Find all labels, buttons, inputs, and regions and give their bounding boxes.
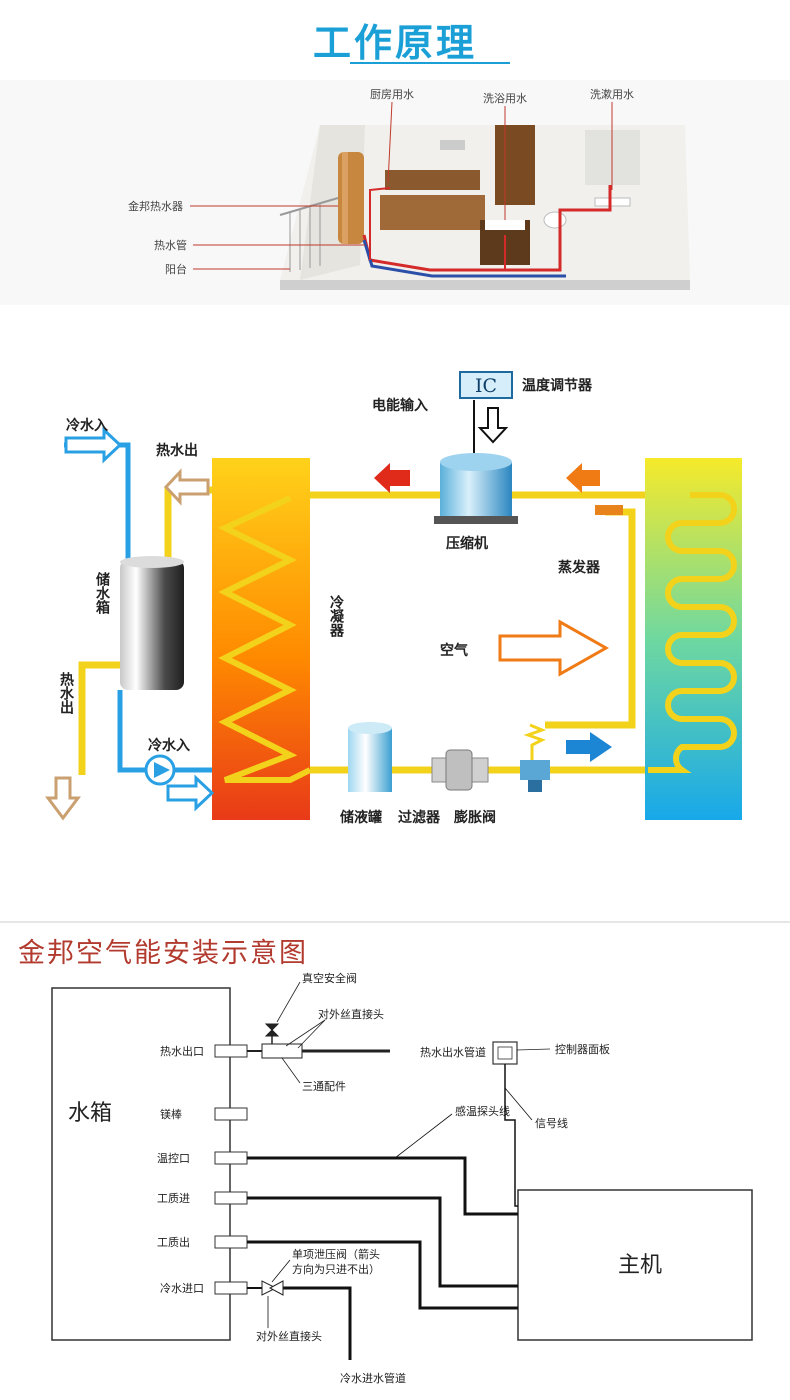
floor-edge bbox=[280, 280, 690, 290]
note-controller: 控制器面板 bbox=[555, 1042, 610, 1056]
label-air: 空气 bbox=[440, 642, 468, 659]
port-cold-in: 冷水进口 bbox=[160, 1282, 204, 1295]
note-vacuum-valve: 真空安全阀 bbox=[302, 971, 357, 985]
liquid-receiver bbox=[348, 728, 392, 792]
kitchen-leader bbox=[387, 101, 393, 184]
label-wash-water: 洗漱用水 bbox=[590, 88, 634, 101]
flow-arrow-blue bbox=[566, 732, 612, 762]
label-cold-in-bottom: 冷水入 bbox=[148, 737, 190, 754]
title-underline bbox=[350, 62, 510, 64]
label-expansion-valve: 膨胀阀 bbox=[454, 809, 496, 826]
cold-water-pipe bbox=[362, 239, 566, 278]
note-ext-thread-top: 对外丝直接头 bbox=[318, 1007, 384, 1021]
title-section: 工作原理 bbox=[0, 0, 790, 80]
label-balcony: 阳台 bbox=[165, 262, 187, 276]
ic-label: IC bbox=[475, 375, 497, 397]
label-receiver: 储液罐 bbox=[339, 809, 382, 826]
note-hot-pipe: 热水出水管道 bbox=[420, 1045, 486, 1059]
label-condenser: 冷凝器 bbox=[328, 594, 345, 638]
evaporator-inlet bbox=[595, 505, 623, 515]
ic-box bbox=[459, 371, 513, 399]
label-compressor: 压缩机 bbox=[446, 535, 488, 552]
flow-arrow-red bbox=[374, 463, 410, 493]
house-illustration: 厨房用水 洗浴用水 洗漱用水 金邦热水器 热水管 阳台 bbox=[0, 80, 790, 305]
kitchen-upper-cabinet bbox=[385, 170, 480, 190]
hot-water-out-arrow-left bbox=[45, 776, 81, 821]
check-valve bbox=[261, 1280, 284, 1296]
evaporator bbox=[645, 458, 742, 820]
host-unit-box bbox=[517, 1189, 753, 1341]
thermostat-arrow bbox=[477, 407, 509, 444]
flow-arrow-orange bbox=[566, 463, 600, 493]
page-title: 工作原理 bbox=[312, 20, 477, 65]
label-filter: 过滤器 bbox=[398, 809, 441, 826]
label-storage-tank: 储水箱 bbox=[94, 571, 111, 615]
range-hood bbox=[440, 140, 465, 150]
compressor bbox=[440, 462, 512, 522]
wash-basin bbox=[594, 197, 631, 207]
label-cold-in-top: 冷水入 bbox=[66, 417, 108, 434]
label-hot-out-top: 热水出 bbox=[156, 442, 198, 459]
note-tee: 三通配件 bbox=[302, 1080, 346, 1093]
note-sensor-wire: 感温探头线 bbox=[455, 1104, 510, 1118]
label-power-input: 电能输入 bbox=[372, 397, 428, 414]
heat-pump-cycle-diagram: IC 温度调节器 电能输入 冷水入 热水出 压缩机 蒸发器 空气 冷水入 储液罐… bbox=[0, 350, 790, 870]
water-heater bbox=[338, 152, 364, 244]
hot-water-out-arrow-top bbox=[163, 468, 210, 506]
label-hot-pipe: 热水管 bbox=[154, 238, 187, 252]
port-hot-out: 热水出口 bbox=[160, 1044, 204, 1058]
tank-ports bbox=[214, 1044, 248, 1295]
label-kitchen-water: 厨房用水 bbox=[370, 88, 414, 101]
expansion-valve-coil bbox=[523, 723, 547, 760]
label-evaporator: 蒸发器 bbox=[558, 559, 601, 576]
label-heater: 金邦热水器 bbox=[128, 199, 183, 213]
air-flow-arrow bbox=[498, 619, 610, 677]
label-hot-out-left: 热水出 bbox=[58, 671, 74, 715]
storage-tank bbox=[120, 560, 184, 690]
label-shower-water: 洗浴用水 bbox=[483, 92, 527, 105]
note-cold-pipe: 冷水进水管道 bbox=[340, 1371, 406, 1385]
port-fluid-out: 工质出 bbox=[157, 1235, 190, 1249]
host-unit-label: 主机 bbox=[618, 1253, 662, 1278]
condenser-coil bbox=[218, 495, 312, 783]
cold-water-in-arrow-bottom bbox=[166, 774, 215, 812]
connection-wires bbox=[247, 1064, 533, 1360]
install-title: 金邦空气能安装示意图 bbox=[18, 938, 308, 969]
water-tank-label: 水箱 bbox=[68, 1101, 112, 1126]
port-temp-control: 温控口 bbox=[157, 1151, 190, 1165]
expansion-valve bbox=[520, 760, 550, 780]
hot-out-fittings bbox=[247, 981, 390, 1084]
controller-panel bbox=[492, 1041, 518, 1065]
shower-cabinet bbox=[495, 125, 535, 205]
label-thermostat: 温度调节器 bbox=[522, 377, 593, 394]
port-mg-rod: 镁棒 bbox=[160, 1107, 182, 1121]
installation-diagram: 金邦空气能安装示意图 水箱 主机 热水出口 镁棒 温控口 工质进 工质出 冷水进… bbox=[0, 920, 790, 1400]
cold-water-in-arrow-top bbox=[64, 426, 123, 464]
port-fluid-in: 工质进 bbox=[157, 1192, 190, 1205]
note-signal-wire: 信号线 bbox=[535, 1116, 568, 1130]
kitchen-lower-cabinet bbox=[380, 195, 485, 230]
note-check-valve-2: 方向为只进不出） bbox=[292, 1262, 380, 1276]
note-check-valve-1: 单项泄压阀（箭头 bbox=[292, 1247, 380, 1261]
evaporator-coil bbox=[648, 492, 737, 773]
toilet bbox=[543, 211, 567, 229]
note-ext-thread-bottom: 对外丝直接头 bbox=[256, 1329, 322, 1343]
